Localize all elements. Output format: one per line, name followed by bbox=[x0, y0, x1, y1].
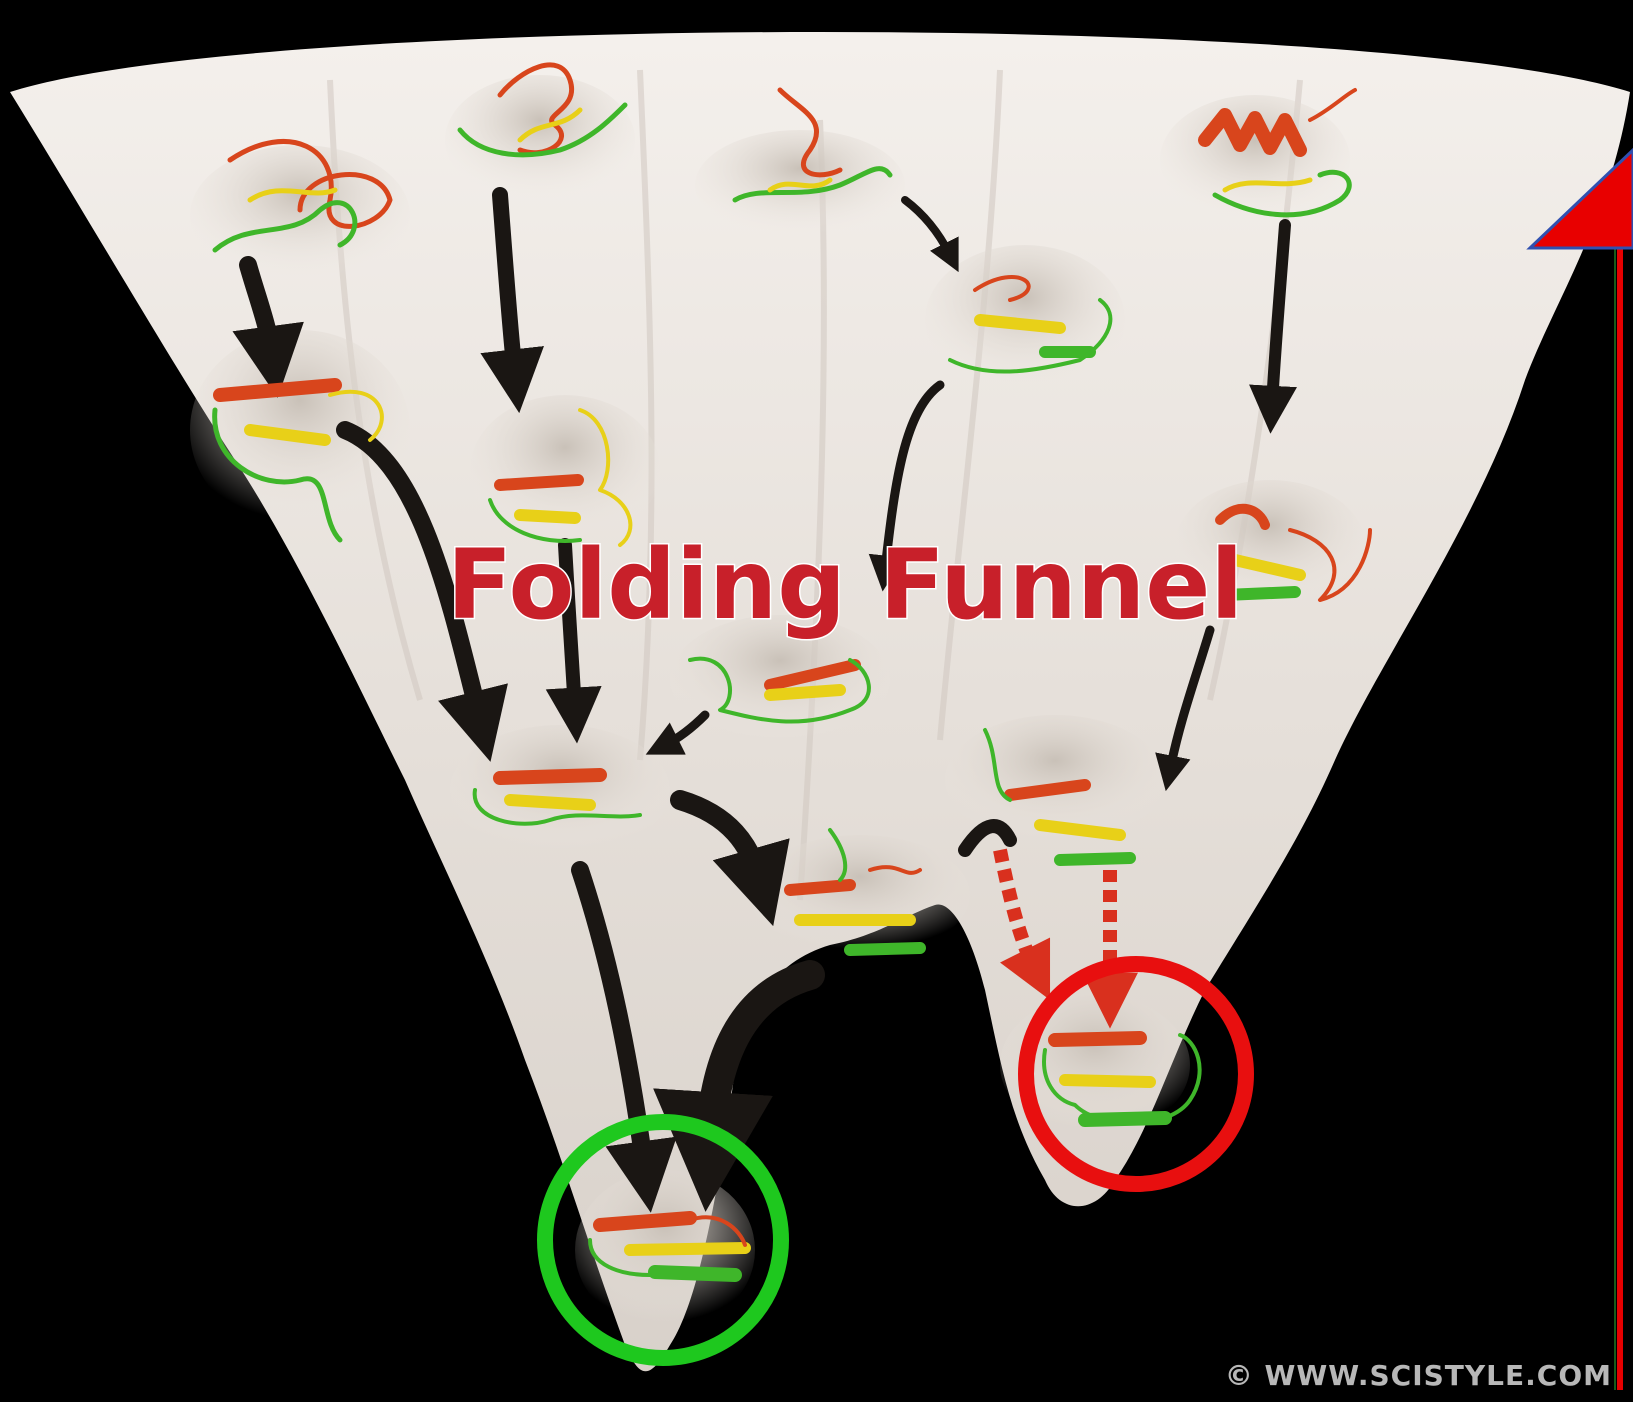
diagram-title: Folding Funnel bbox=[447, 529, 1244, 641]
well-10 bbox=[450, 725, 670, 855]
watermark: © WWW.SCISTYLE.COM bbox=[1225, 1359, 1612, 1392]
well-12 bbox=[750, 835, 970, 955]
energy-axis bbox=[1530, 150, 1633, 1390]
